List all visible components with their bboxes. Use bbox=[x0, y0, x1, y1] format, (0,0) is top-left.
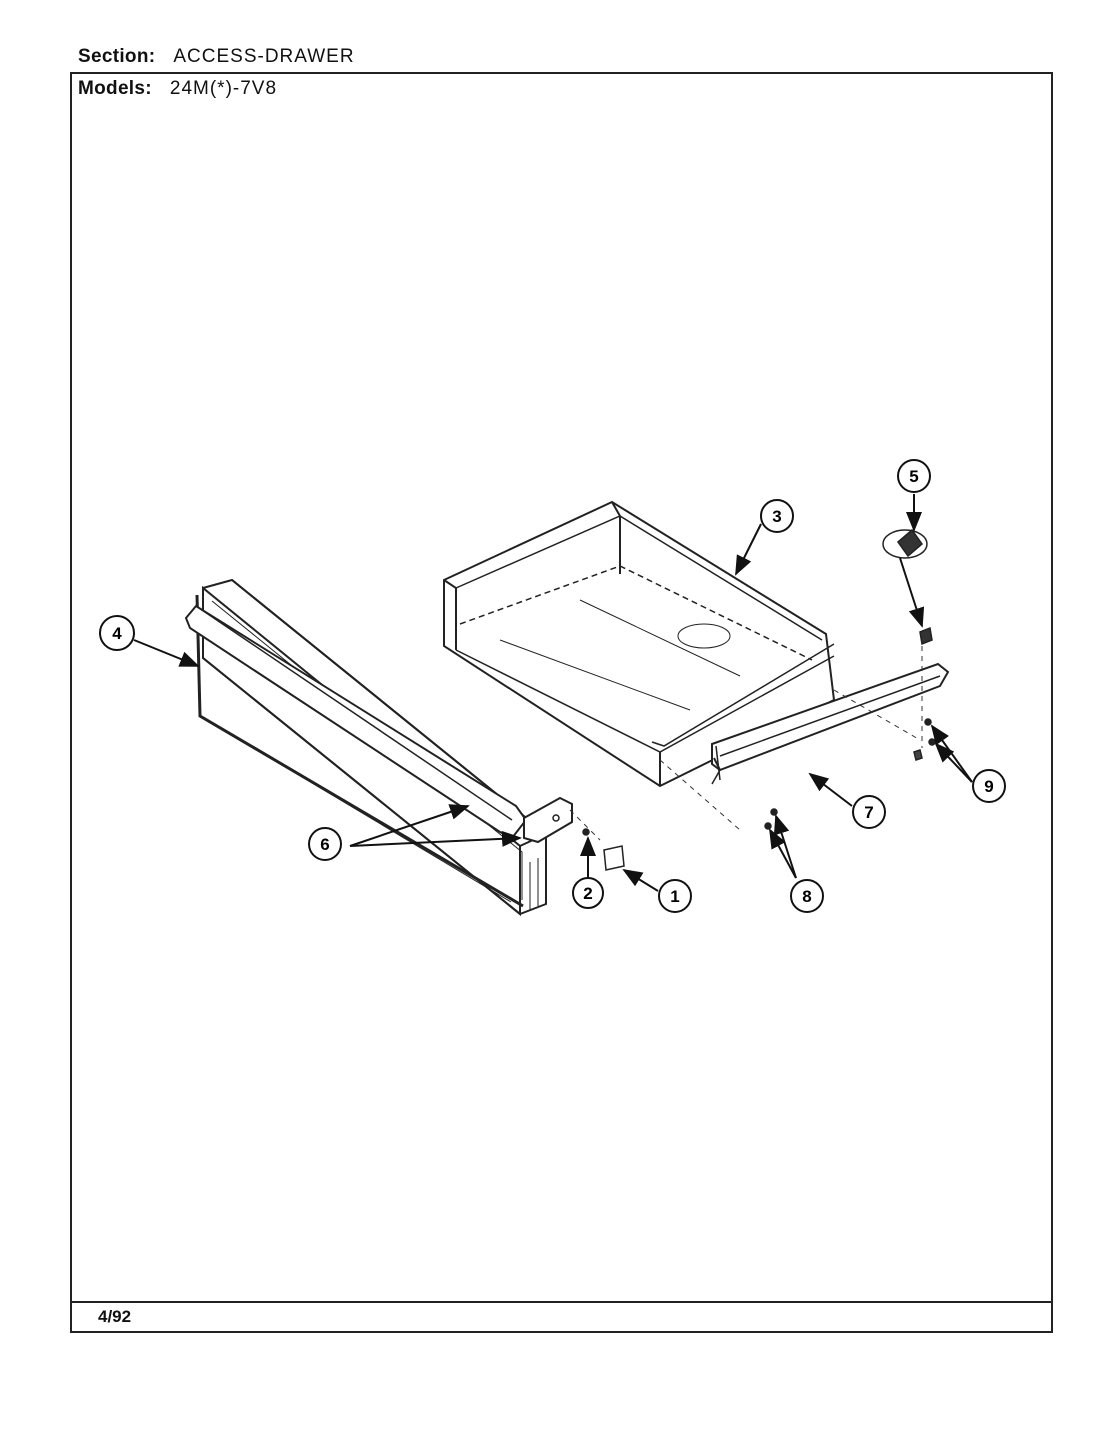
assembly-guidelines bbox=[569, 646, 923, 841]
callout-6-label: 6 bbox=[320, 835, 329, 854]
callout-3-label: 3 bbox=[772, 507, 781, 526]
models-value: 24M(*)-7V8 bbox=[169, 78, 278, 99]
section-label: Section: bbox=[78, 46, 156, 67]
callout-5: 5 bbox=[897, 459, 931, 493]
models-label: Models: bbox=[78, 78, 152, 99]
leader-arrows bbox=[133, 494, 973, 892]
section-value: ACCESS-DRAWER bbox=[173, 46, 355, 67]
callout-9-label: 9 bbox=[984, 777, 993, 796]
section-heading: Section: ACCESS-DRAWER bbox=[78, 46, 355, 68]
callout-3: 3 bbox=[760, 499, 794, 533]
footer-divider bbox=[70, 1301, 1053, 1303]
callout-7: 7 bbox=[852, 795, 886, 829]
callout-9: 9 bbox=[972, 769, 1006, 803]
callout-1-label: 1 bbox=[670, 887, 679, 906]
callout-2: 2 bbox=[572, 877, 604, 909]
drawer-slide-rail bbox=[711, 662, 950, 785]
callout-2-label: 2 bbox=[583, 884, 592, 903]
callout-5-label: 5 bbox=[909, 467, 918, 486]
drawer-handle bbox=[184, 604, 528, 840]
callout-8: 8 bbox=[790, 879, 824, 913]
callout-1: 1 bbox=[658, 879, 692, 913]
callout-4-label: 4 bbox=[112, 624, 122, 643]
callout-4: 4 bbox=[99, 615, 135, 651]
small-parts bbox=[582, 528, 936, 871]
diagram-frame bbox=[70, 72, 1053, 1333]
revision-date: 4/92 bbox=[98, 1307, 132, 1326]
callout-7-label: 7 bbox=[864, 803, 873, 822]
callout-8-label: 8 bbox=[802, 887, 811, 906]
callout-6: 6 bbox=[308, 827, 342, 861]
models-heading: Models: 24M(*)-7V8 bbox=[78, 78, 277, 100]
side-bracket bbox=[523, 796, 573, 844]
